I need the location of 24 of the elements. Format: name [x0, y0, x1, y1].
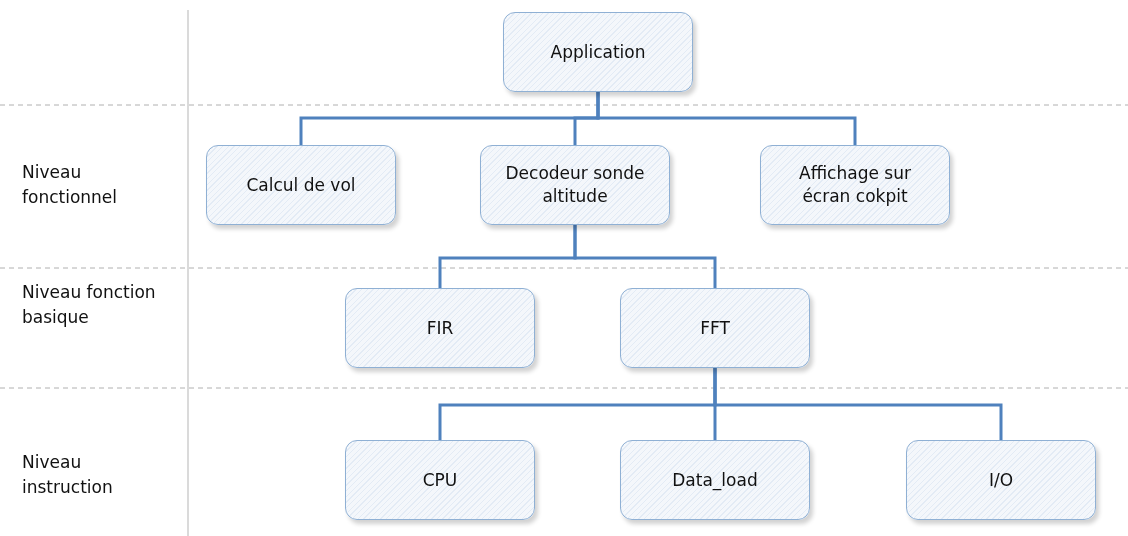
rounded-box: [620, 288, 810, 368]
rounded-box: [345, 440, 535, 520]
node-label: FFT: [700, 316, 730, 340]
connector-line: [713, 368, 1003, 440]
level-label: Niveau instruction: [22, 451, 114, 499]
node-label: CPU: [422, 468, 458, 492]
connector-line: [573, 225, 717, 288]
connector-line: [596, 92, 857, 145]
node-label: Data_load: [672, 468, 758, 492]
rounded-box: [480, 145, 670, 225]
node-label: Calcul de vol: [246, 173, 356, 197]
rounded-box: [620, 440, 810, 520]
rounded-box: [503, 12, 693, 92]
node-label: Affichage sur écran cokpit: [798, 162, 912, 208]
level-label: Niveau fonctionnel: [22, 161, 119, 209]
rounded-box: [345, 288, 535, 368]
rounded-box: [206, 145, 396, 225]
node-label: FIR: [426, 316, 454, 340]
level-label: Niveau fonction basique: [22, 281, 157, 329]
node-label: Application: [550, 40, 646, 64]
node-label: Decodeur sonde altitude: [504, 162, 646, 208]
node-label: I/O: [988, 468, 1014, 492]
rounded-box: [906, 440, 1096, 520]
rounded-box: [760, 145, 950, 225]
